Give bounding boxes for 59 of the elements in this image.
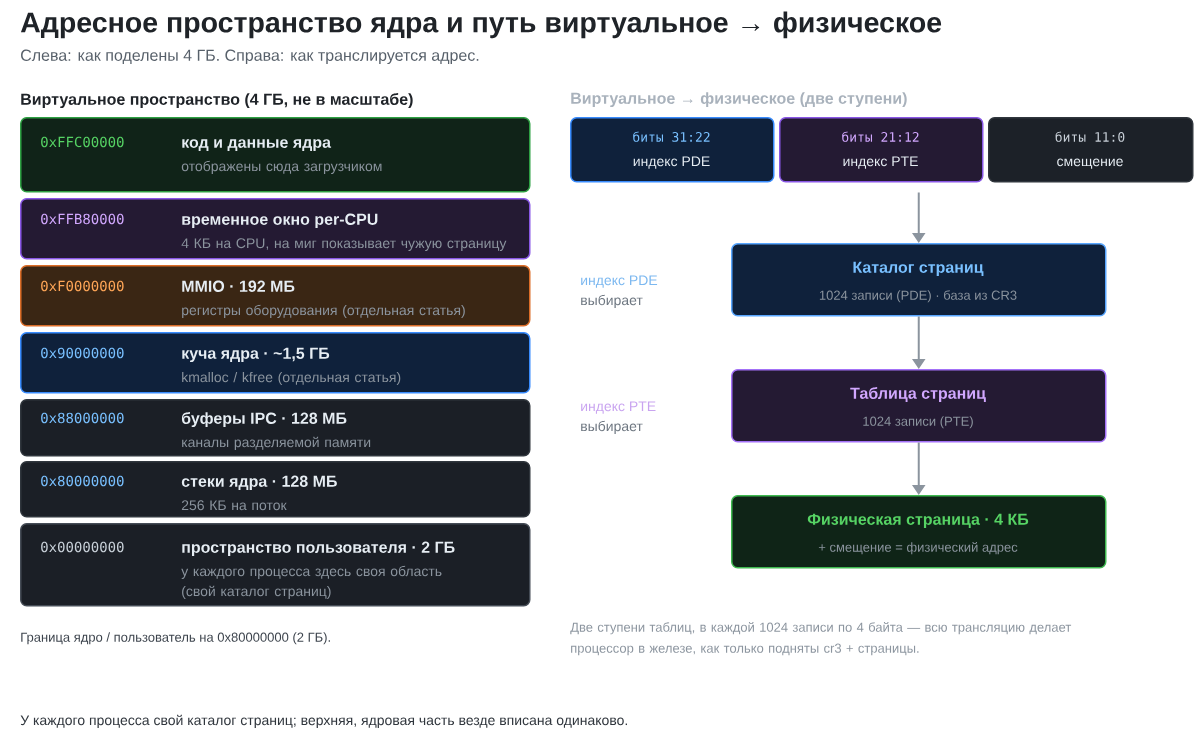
arrow (912, 315, 926, 369)
address-text: 0xFFC00000 (41, 136, 124, 148)
memory-region (20, 198, 531, 260)
arrow (912, 441, 926, 495)
bit-field-box (779, 117, 984, 183)
box-subtitle: 1024 записи (PDE) · база из CR3 (819, 290, 1017, 303)
region-title: временное окно per-CPU (182, 213, 378, 229)
region-note: у каждого процесса здесь своя область (свой каталог страниц) (181, 565, 442, 599)
region-note: отображены сюда загрузчиком (181, 160, 382, 174)
bit-field-box (988, 117, 1194, 183)
section-heading: Виртуальное → физическое (две ступени) (571, 92, 907, 108)
note-text: Граница ядро / пользователь на 0x80000000 (2 ГБ). (21, 632, 330, 645)
memory-region (20, 265, 531, 327)
region-note: 4 КБ на CPU, на миг показывает чужую страницу (181, 238, 507, 251)
address-text: 0xF0000000 (41, 280, 124, 292)
region-title: стеки ядра · 128 МБ (181, 475, 337, 491)
region-title: пространство пользователя · 2 ГБ (182, 541, 455, 557)
memory-region (20, 117, 531, 193)
note-text: У каждого процесса свой каталог страниц; верхняя, ядровая часть везде вписана одинаково. (20, 714, 627, 728)
address-text: 0x90000000 (41, 347, 124, 359)
memory-region (20, 523, 531, 607)
bit-field-box (570, 117, 775, 183)
page-title: Адресное пространство ядра и путь виртуальное → физическое (20, 11, 942, 39)
bit-range-text: биты 11:0 (1055, 131, 1125, 142)
note-text: Две ступени таблиц, в каждой 1024 записи по 4 байта — всю трансляцию делает процессор в железе, как только подняты cr3 + страницы. (570, 622, 1072, 656)
box-title: Физическая страница · 4 КБ (807, 513, 1029, 529)
region-note: kmalloc / kfree (отдельная статья) (182, 371, 401, 385)
arrow (912, 191, 926, 243)
region-title: куча ядра · ~1,5 ГБ (182, 347, 330, 363)
bit-range-text: биты 21:12 (842, 131, 919, 142)
table-box (731, 495, 1107, 569)
region-title: буферы IPC · 128 МБ (181, 412, 347, 428)
region-note: 256 КБ на поток (181, 500, 287, 511)
subtitle: Слева: как поделены 4 ГБ. Справа: как транслируется адрес. (21, 49, 479, 65)
field-label: индекс PDE (633, 156, 710, 169)
region-title: код и данные ядра (182, 139, 332, 152)
bit-range-text: биты 31:22 (633, 131, 710, 142)
side-note: индекс PTE (581, 401, 656, 414)
table-box (731, 243, 1107, 317)
memory-region (20, 399, 531, 457)
side-note: выбирает (581, 294, 643, 308)
box-title: Таблица страниц (850, 387, 986, 403)
address-text: 0x88000000 (41, 412, 124, 424)
field-label: индекс PTE (843, 156, 918, 169)
address-text: 0x00000000 (41, 541, 124, 553)
region-note: регистры оборудования (отдельная статья) (182, 304, 465, 318)
side-note: выбирает (581, 420, 643, 434)
box-subtitle: + смещение = физический адрес (818, 542, 1018, 555)
memory-region (20, 461, 531, 518)
region-title: MMIO · 192 МБ (182, 280, 295, 292)
box-subtitle: 1024 записи (PTE) (863, 416, 973, 429)
side-note: индекс PDE (581, 275, 658, 288)
address-text: 0xFFB80000 (41, 213, 124, 225)
address-text: 0x80000000 (41, 475, 124, 487)
table-box (731, 369, 1107, 443)
region-note: каналы разделяемой памяти (182, 436, 371, 450)
box-title: Каталог страниц (853, 261, 984, 277)
memory-region (20, 332, 531, 394)
field-label: смещение (1057, 158, 1123, 169)
